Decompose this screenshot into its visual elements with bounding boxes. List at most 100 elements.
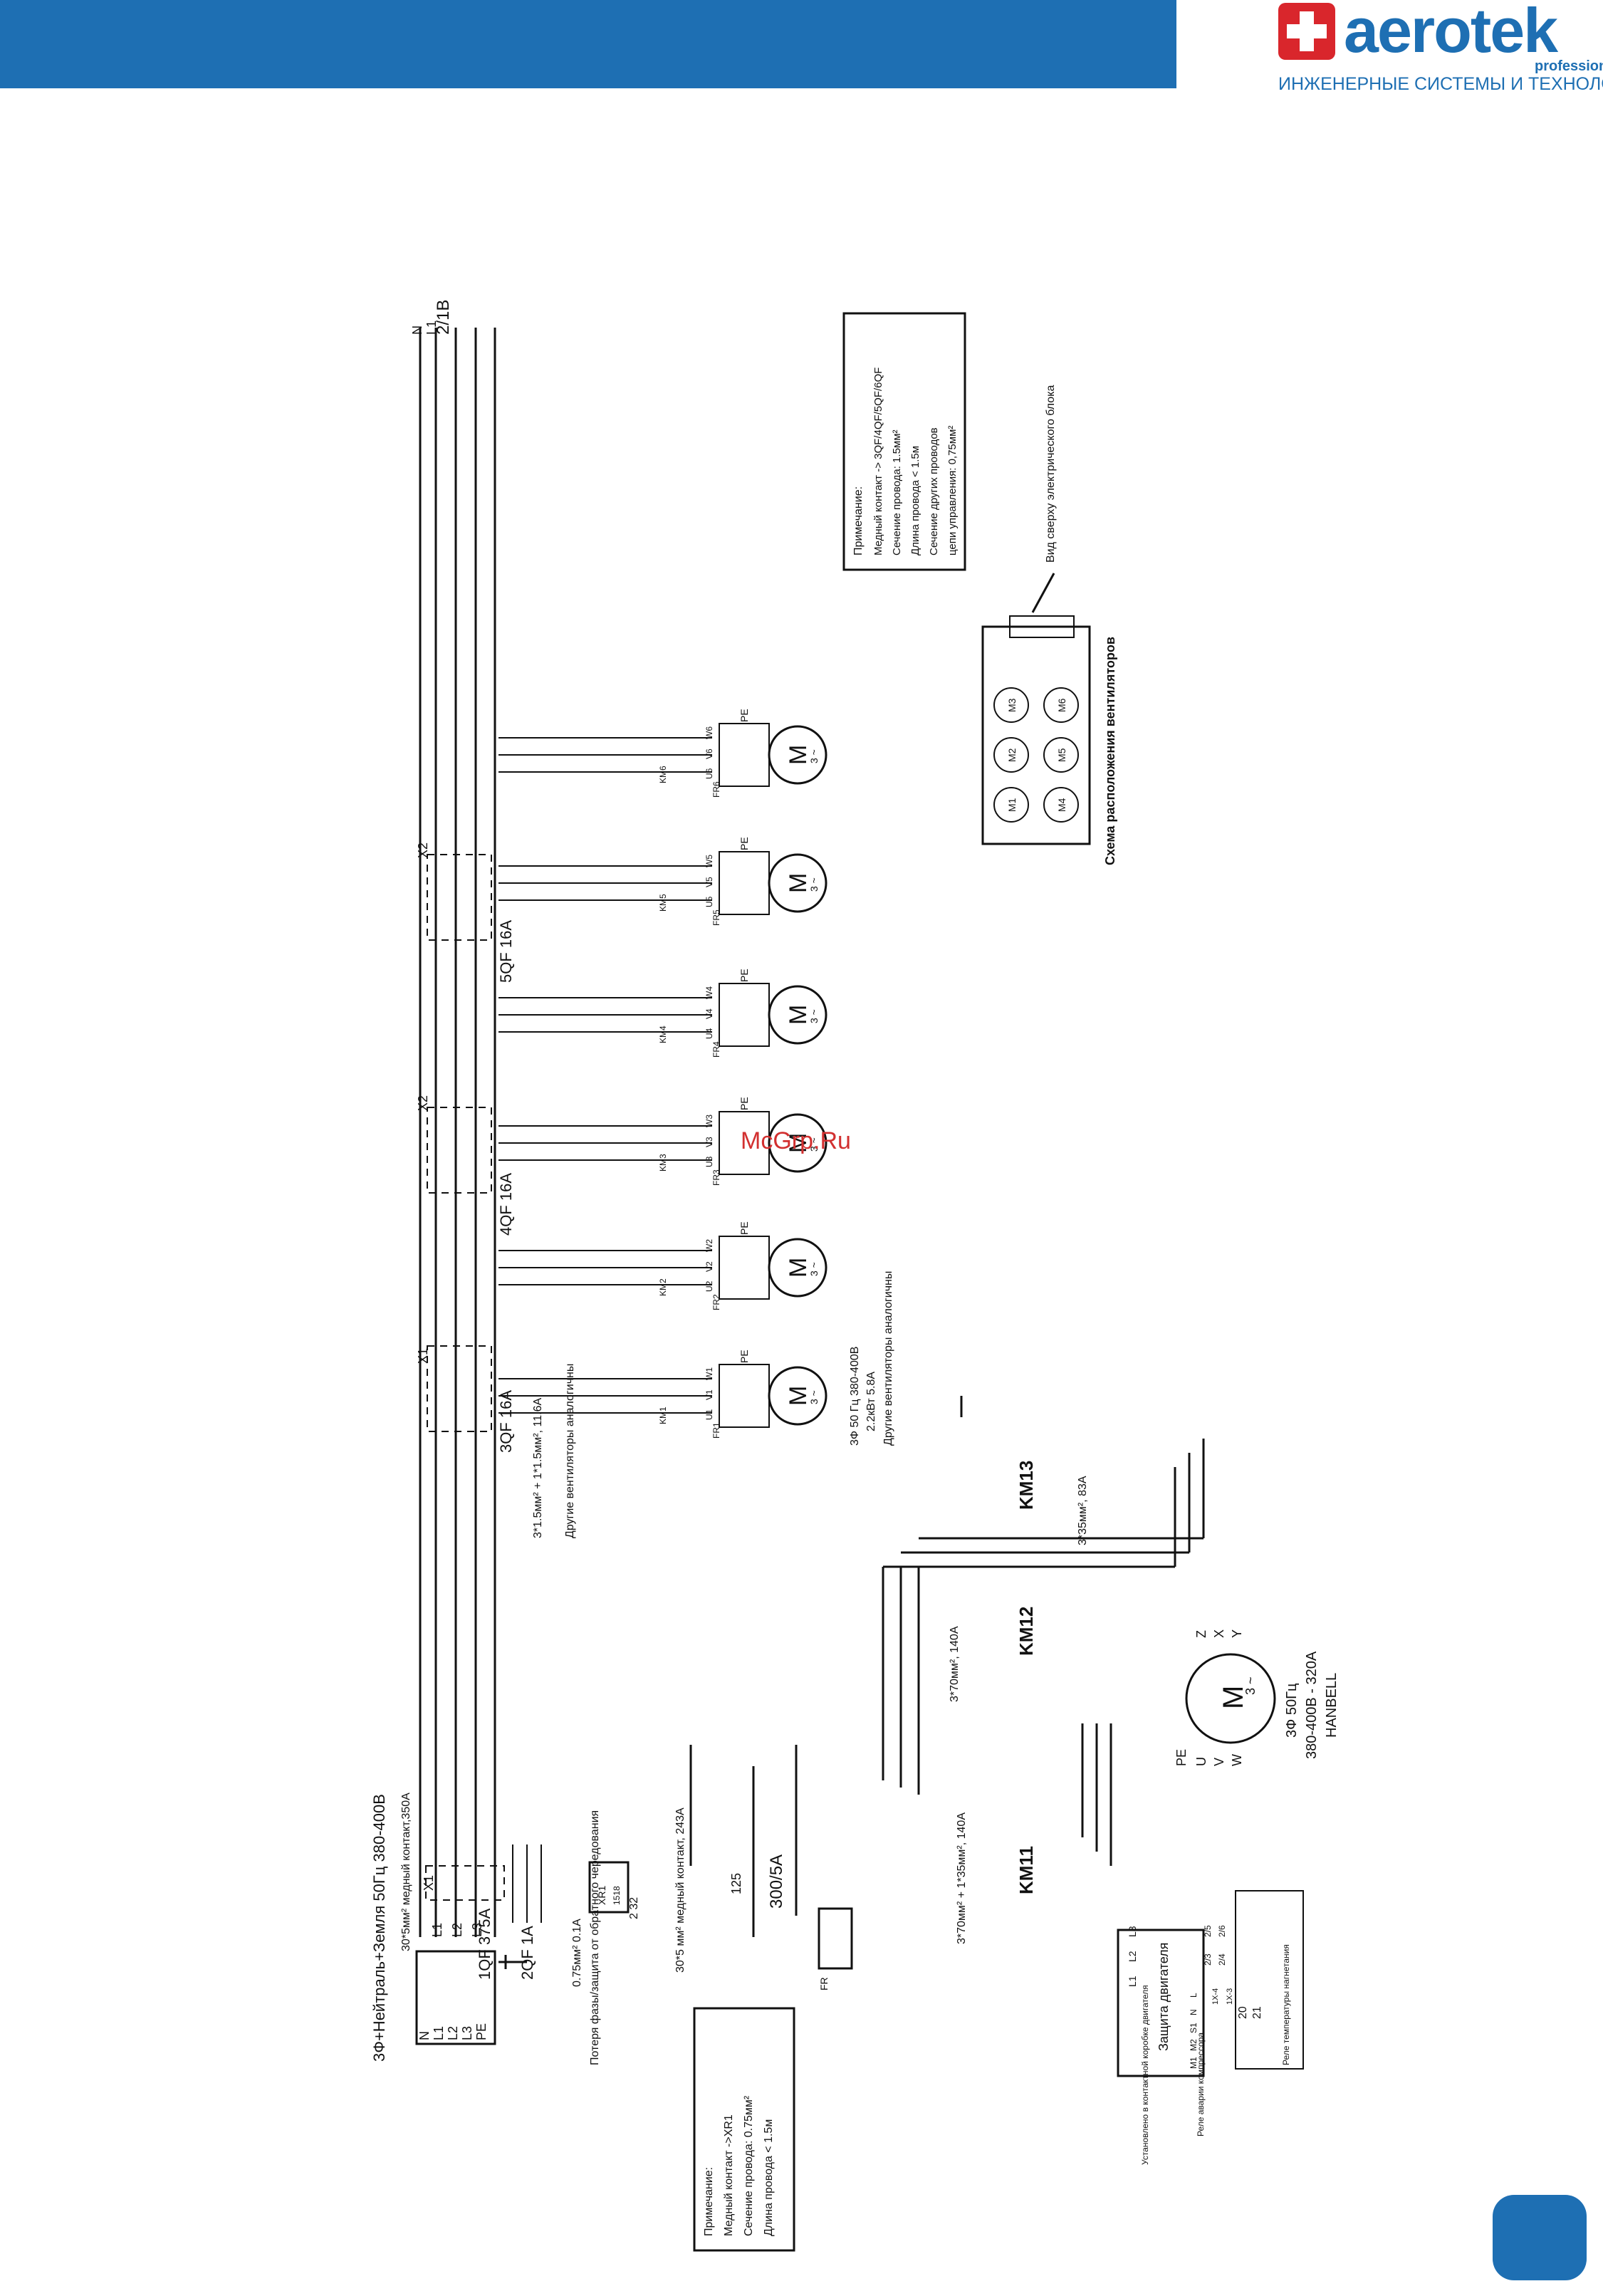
fan-terminal-label: U6 [704, 768, 714, 779]
phase-l2: L2 [450, 1923, 464, 1937]
fan-layout-view: Вид сверху электрического блока [1045, 385, 1057, 563]
fan-motor-phase: 3 ~ [808, 1390, 820, 1404]
fan-terminal-label: V4 [704, 1008, 714, 1019]
fan-km-label: KM4 [658, 1026, 668, 1043]
bus-label-21b: 2/1В [434, 300, 453, 335]
fan-motor-m: M [785, 1005, 812, 1025]
fan-motor-m: M [785, 1133, 812, 1153]
phase-protect-label: Потеря фазы/защита от обратного чередова… [589, 1810, 601, 2065]
ct-terms: 125 [729, 1873, 743, 1894]
relay-pin-1: 1X-4 [1211, 1988, 1220, 2005]
fan-x2a-label: X2 [416, 1095, 430, 1111]
watermark: McGrp.Ru [741, 1127, 851, 1154]
compressor-term-u: U [1194, 1757, 1208, 1766]
cable-70-label: 3*70мм², 140А [949, 1626, 961, 1702]
fan-x2b-dash [427, 854, 492, 941]
layout-motor-circle [993, 787, 1029, 823]
layout-motor-label: M1 [1006, 798, 1018, 812]
cable-ctrl-label: 0.75мм² 0.1А [571, 1919, 583, 1987]
xr1-label: XR1 [596, 1886, 607, 1905]
fan-motor-circle [768, 1366, 827, 1426]
fan-terminal-label: W6 [704, 726, 714, 739]
motor-protection-label: Защита двигателя [1156, 1943, 1171, 2051]
compressor-wiring [882, 1396, 1205, 1866]
fan-other-label: Другие вентиляторы аналогичны [564, 1364, 576, 1538]
fan-layout-box [981, 625, 1091, 845]
relay-temp-box [1235, 1890, 1304, 2070]
supply-terminal-box [415, 1950, 496, 2045]
ct-label: 300/5А [767, 1854, 786, 1909]
layout-motor-circle [1043, 687, 1079, 723]
mp-pin-m1: M1 [1189, 2057, 1199, 2069]
mp-pin-l: L [1189, 1993, 1199, 1998]
compressor-spec-1: 3Ф 50Гц [1284, 1684, 1300, 1738]
terminal-l2: L2 [446, 2026, 460, 2040]
fr-box [818, 1907, 853, 1970]
fan-terminal-label: U4 [704, 1028, 714, 1039]
fan-terminal-block [719, 723, 770, 787]
relay-pin-5: 2/5 [1203, 1925, 1213, 1937]
fan-terminal-block [719, 1364, 770, 1428]
km11-label: KM11 [1015, 1846, 1037, 1894]
layout-motor-circle [1043, 787, 1079, 823]
fan-motor-circle [768, 1113, 827, 1173]
fan-terminal-block [719, 851, 770, 915]
fan-motor-phase: 3 ~ [808, 1009, 820, 1023]
mp-pin-n: N [1189, 2009, 1199, 2015]
fan-terminal-label: U1 [704, 1409, 714, 1420]
note-left-box [693, 2007, 795, 2252]
layout-motor-label: M6 [1056, 698, 1067, 712]
terminal-n: N [417, 2031, 432, 2040]
mp-term-l2: L2 [1127, 1951, 1138, 1962]
fan-pe-label: PE [738, 837, 750, 850]
km12-label: KM12 [1015, 1607, 1037, 1656]
qf4-label: 4QF 16А [497, 1173, 515, 1236]
terminal-l1: L1 [432, 2026, 446, 2040]
fan-motor-circle [768, 725, 827, 785]
fan-terminal-label: U3 [704, 1156, 714, 1167]
terminal-l3: L3 [460, 2026, 474, 2040]
fan-terminal-block [719, 1236, 770, 1300]
main-bus [419, 328, 496, 1937]
x1-label: X1 [422, 1875, 436, 1891]
compressor-phase: 3 ~ [1243, 1676, 1258, 1695]
fan-motor-m: M [785, 1386, 812, 1406]
note-left-title: Примечание: [703, 2167, 715, 2236]
qf1-label: 1QF 375А [476, 1908, 494, 1980]
supply-title: 3Ф+Нейтраль+Земля 50Гц 380-400В [370, 1794, 388, 2062]
compressor-term-y: Y [1230, 1629, 1244, 1638]
note-left-line-1: Медный контакт ->XR1 [723, 2114, 735, 2236]
qf2-lines [512, 1844, 542, 1923]
xr1-sub: 1518 [612, 1886, 622, 1905]
red-cross-icon [1278, 3, 1335, 60]
layout-motor-label: M4 [1056, 798, 1067, 812]
relay-pin-2: 1X-3 [1226, 1988, 1234, 2005]
busbar-243-label: 30*5 мм² медный контакт, 243А [674, 1807, 686, 1973]
fan-cable-label: 3*1.5мм² + 1*1.5мм², 11.6А [532, 1398, 544, 1538]
fan-motor-phase: 3 ~ [808, 749, 820, 763]
compressor-m: M [1218, 1686, 1249, 1709]
fan-spec-1: 3Ф 50 Гц 380-400В [849, 1347, 861, 1446]
compressor-brand: HANBELL [1324, 1673, 1340, 1738]
fan-x1-label: X1 [416, 1348, 430, 1364]
note-right-title: Примечание: [852, 486, 865, 555]
fan-terminal-label: U5 [704, 896, 714, 907]
fan-terminal-label: W4 [704, 986, 714, 999]
note-left-line-2: Сечение провода: 0.75мм² [743, 2095, 755, 2236]
layout-motor-label: M3 [1006, 698, 1018, 712]
compressor-motor-circle [1185, 1653, 1276, 1744]
layout-motor-circle [993, 737, 1029, 773]
note-right-line-1: Медный контакт -> 3QF/4QF/5QF/6QF [872, 367, 884, 555]
fan-motor-phase: 3 ~ [808, 1137, 820, 1152]
relay-pin-8: 21 [1251, 2006, 1263, 2019]
terminal-pe: PE [474, 2023, 489, 2040]
fan-pe-label: PE [738, 1097, 750, 1110]
phase-l1: L1 [430, 1923, 444, 1937]
fan-motor-circle [768, 1238, 827, 1298]
km13-label: KM13 [1015, 1461, 1037, 1510]
compressor-spec-2: 380-400В - 320А [1304, 1651, 1320, 1759]
fan-fr-label: FR3 [711, 1169, 721, 1186]
